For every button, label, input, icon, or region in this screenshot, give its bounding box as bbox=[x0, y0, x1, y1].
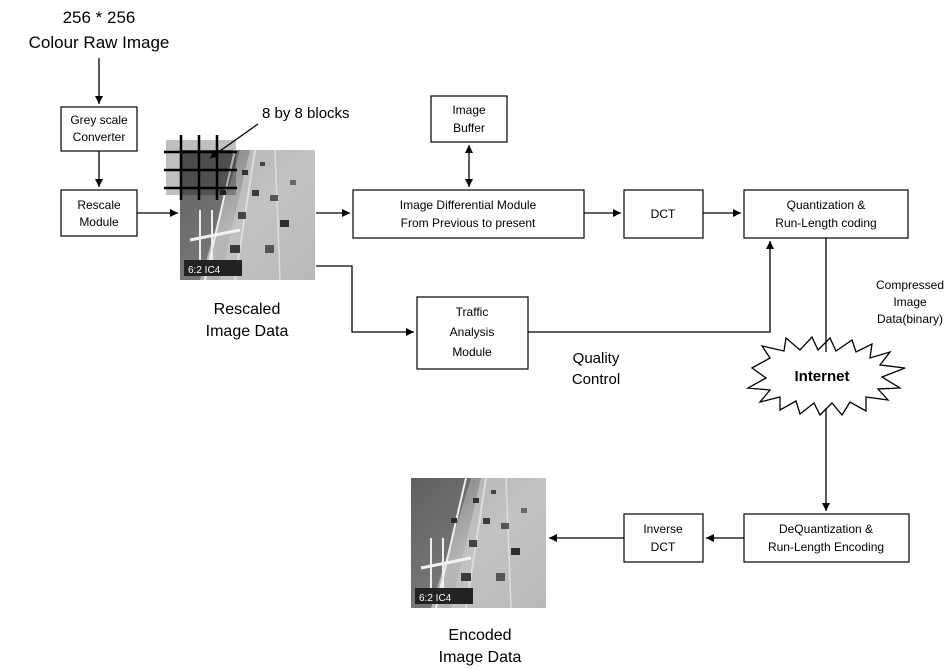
image-differential-box: Image Differential Module From Previous … bbox=[352, 189, 585, 239]
internet-label: Internet bbox=[794, 368, 849, 385]
grey-scale-label-1: Grey scale bbox=[70, 113, 128, 127]
rescale-label-2: Module bbox=[79, 215, 119, 229]
blocks-pointer-arrow bbox=[209, 123, 259, 159]
image-diff-label-1: Image Differential Module bbox=[400, 198, 537, 212]
blocks-label: 8 by 8 blocks bbox=[262, 105, 350, 122]
rescaled-label-1: Rescaled bbox=[214, 301, 281, 318]
traffic-label-3: Module bbox=[452, 345, 492, 359]
dequantization-box: DeQuantization & Run-Length Encoding bbox=[743, 513, 910, 563]
dct-label: DCT bbox=[651, 207, 676, 221]
image-buffer-label-1: Image bbox=[452, 103, 486, 117]
image-buffer-label-2: Buffer bbox=[453, 121, 485, 135]
quantization-label-1: Quantization & bbox=[787, 198, 866, 212]
quality-label-2: Control bbox=[572, 371, 620, 388]
inverse-dct-box: Inverse DCT bbox=[623, 513, 704, 563]
encoded-image-timestamp: 6:2 IC4 bbox=[419, 593, 452, 604]
quantization-box: Quantization & Run-Length coding bbox=[743, 189, 909, 239]
traffic-label-2: Analysis bbox=[450, 325, 495, 339]
compressed-label-1: Compressed bbox=[876, 278, 944, 292]
source-title-line2: Colour Raw Image bbox=[29, 33, 170, 52]
inverse-dct-label-1: Inverse bbox=[643, 522, 683, 536]
rescale-module-box: Rescale Module bbox=[60, 189, 138, 237]
dct-box: DCT bbox=[623, 189, 704, 239]
encoded-image: 6:2 IC4 bbox=[409, 476, 548, 610]
internet-burst-icon: Internet bbox=[745, 335, 906, 417]
rescale-label-1: Rescale bbox=[77, 198, 121, 212]
source-title: 256 * 256 Colour Raw Image bbox=[29, 8, 170, 52]
block-grid-overlay bbox=[164, 135, 237, 200]
image-buffer-box: Image Buffer bbox=[430, 95, 508, 143]
encoded-label-1: Encoded bbox=[448, 627, 511, 644]
quality-label-1: Quality bbox=[573, 350, 620, 367]
rescaled-label-2: Image Data bbox=[206, 323, 289, 340]
arrow-image-to-traffic bbox=[316, 265, 414, 336]
compressed-label-3: Data(binary) bbox=[877, 312, 943, 326]
traffic-analysis-box: Traffic Analysis Module bbox=[416, 296, 529, 370]
inverse-dct-label-2: DCT bbox=[651, 540, 676, 554]
grey-scale-converter-box: Grey scale Converter bbox=[60, 106, 138, 152]
source-title-line1: 256 * 256 bbox=[63, 8, 136, 27]
rescaled-image: 6:2 IC4 bbox=[178, 148, 317, 282]
quantization-label-2: Run-Length coding bbox=[775, 216, 876, 230]
traffic-label-1: Traffic bbox=[456, 305, 489, 319]
arrow-traffic-to-quant bbox=[528, 241, 774, 333]
rescaled-image-timestamp: 6:2 IC4 bbox=[188, 265, 221, 276]
compressed-label-2: Image bbox=[893, 295, 927, 309]
dequantization-label-1: DeQuantization & bbox=[779, 522, 873, 536]
encoded-label-2: Image Data bbox=[439, 649, 522, 666]
grey-scale-label-2: Converter bbox=[73, 130, 126, 144]
connectors bbox=[95, 58, 830, 542]
image-diff-label-2: From Previous to present bbox=[401, 216, 536, 230]
dequantization-label-2: Run-Length Encoding bbox=[768, 540, 884, 554]
